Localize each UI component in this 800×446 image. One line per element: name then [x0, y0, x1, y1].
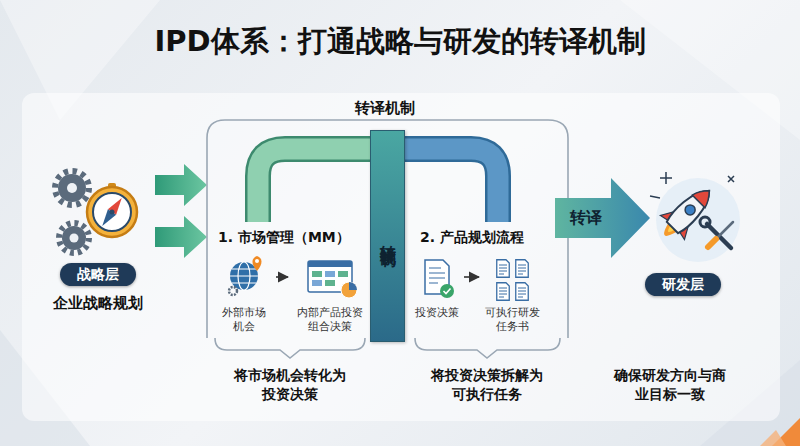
- document-check-icon: [440, 284, 454, 298]
- gear-icon: [55, 171, 89, 253]
- compass-icon: [93, 193, 131, 231]
- bracket: [207, 120, 568, 358]
- arrow-shape: [555, 178, 650, 258]
- globe-icon: [255, 259, 259, 263]
- gear-icon: [58, 174, 86, 202]
- task-documents-icon: [516, 260, 529, 278]
- task-documents-icon: [497, 283, 510, 301]
- icon-item: 可执行研发 任务书: [481, 252, 543, 338]
- gear-icon: [62, 226, 86, 250]
- rocket-icon: [683, 203, 697, 217]
- dashboard-icon: [349, 282, 357, 290]
- rocket-icon: [728, 176, 734, 182]
- translation-bar: 转译机制: [370, 130, 405, 342]
- compass-icon: [98, 195, 126, 229]
- document-check-icon: [429, 268, 445, 283]
- compass-icon: [87, 183, 137, 237]
- compass-icon: [108, 195, 126, 215]
- node-text: 转译机制: [377, 232, 398, 240]
- bracket: [415, 338, 560, 358]
- background-shapes: [22, 93, 780, 421]
- dashboard-icon: [341, 282, 357, 298]
- tools-icon: [708, 239, 716, 247]
- text-label: 将投资决策拆解为 可执行任务: [408, 366, 566, 404]
- node-text: 转译: [555, 178, 617, 258]
- input-arrows: [155, 216, 207, 258]
- gear-icon: [70, 234, 79, 243]
- gear-icon: [55, 171, 89, 205]
- arrow-shape: [555, 178, 650, 258]
- input-arrows: [155, 164, 207, 206]
- globe-icon: [229, 256, 262, 295]
- dashboard-icon: [325, 280, 335, 286]
- layer-heading: 企业战略规划: [53, 294, 143, 313]
- pill-text: 战略层: [77, 266, 119, 284]
- task-documents-icon: [516, 283, 529, 301]
- diagram-title: IPD体系：打通战略与研发的转译机制: [0, 22, 800, 62]
- dashboard-icon: [308, 261, 357, 298]
- compass-icon: [87, 187, 137, 237]
- dashboard-icon: [325, 271, 335, 277]
- translate-arrow: 转译: [555, 178, 650, 258]
- rocket-icon: [692, 184, 715, 207]
- bracket: [215, 338, 365, 358]
- document-check-icon: [444, 289, 451, 294]
- layer-pill: 战略层企业战略规划: [60, 263, 136, 286]
- text-label: 将市场机会转化为 投资决策: [212, 366, 368, 404]
- globe-icon: [229, 287, 237, 295]
- globe-icon: [253, 256, 262, 271]
- task-documents-icon: [497, 260, 510, 278]
- rocket-icon: [650, 196, 660, 198]
- dashboard-icon: [308, 261, 352, 267]
- text-label: 确保研发方向与商 业目标一致: [600, 366, 740, 404]
- rocket-icon: [665, 183, 716, 234]
- arch-pipe: [258, 149, 388, 222]
- node-text: 可执行研发 任务书: [481, 306, 543, 335]
- layer-pill: 研发层: [645, 273, 721, 296]
- background-shapes: [760, 430, 786, 446]
- node-text: 外部市场 机会: [214, 306, 274, 335]
- input-arrows: [155, 164, 207, 258]
- rocket-icon: [653, 179, 722, 248]
- text-label: 2. 产品规划流程: [420, 228, 560, 247]
- icon-item: 内部产品投资 组合决策: [290, 252, 370, 338]
- node-text: 内部产品投资 组合决策: [290, 306, 370, 335]
- compass-icon: [98, 209, 116, 229]
- dashboard-icon: [312, 280, 322, 286]
- dashboard-icon: [312, 271, 322, 277]
- compass-icon: [110, 210, 115, 215]
- node-text: 研发层: [662, 276, 704, 294]
- task-documents-icon: [497, 260, 529, 301]
- globe-icon: [230, 269, 258, 283]
- gear-icon: [59, 223, 89, 253]
- gear-icon: [67, 183, 77, 193]
- tools-icon: [700, 217, 710, 227]
- rocket-icon: [660, 172, 672, 184]
- flow-arrow: [276, 276, 288, 278]
- arch-pipe: [258, 149, 388, 222]
- document-check-icon: [425, 260, 454, 298]
- rocket-icon: [656, 178, 740, 262]
- icon-item: 外部市场 机会: [214, 252, 274, 338]
- node-text: 投资决策: [415, 306, 459, 320]
- dashboard-icon: [338, 271, 348, 277]
- tools-icon: [700, 217, 733, 248]
- icon-item: 投资决策: [412, 252, 462, 338]
- text-label: 1. 市场管理（MM）: [218, 228, 368, 247]
- flow-arrow: [464, 276, 479, 278]
- rocket-icon: [650, 172, 740, 262]
- tools-icon: [717, 222, 733, 238]
- text-label: 转译机制: [335, 98, 435, 118]
